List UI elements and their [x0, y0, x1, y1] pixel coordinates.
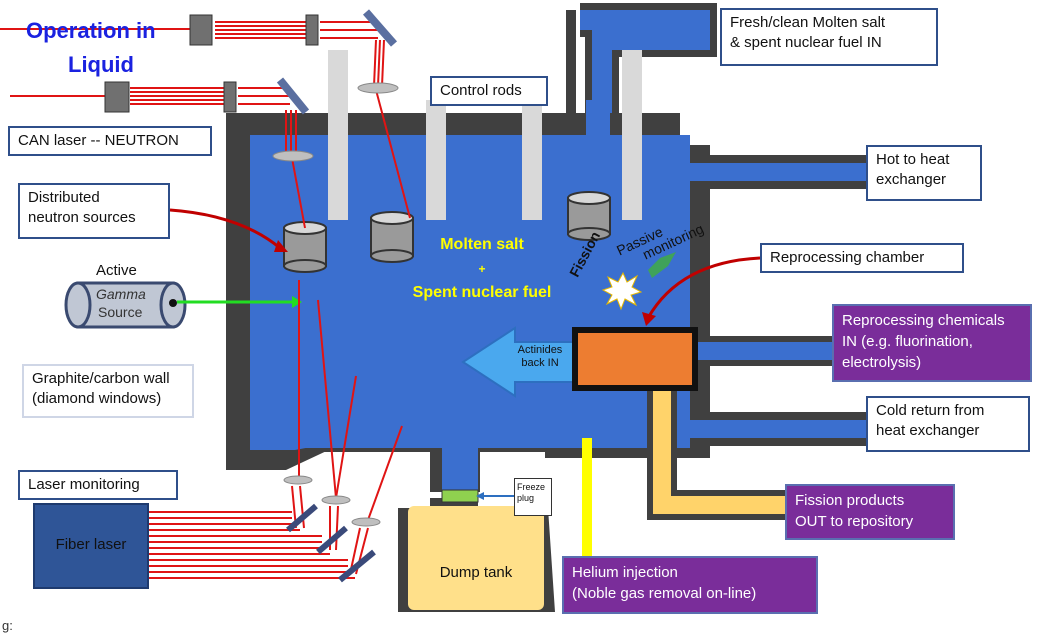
can-laser-label: CAN laser -- NEUTRON: [8, 126, 212, 156]
chemicals-pipe: [690, 342, 832, 360]
freeze-plug-pointer-head: [476, 492, 484, 500]
actinides-label: Actinides back IN: [517, 344, 563, 369]
fiber-laser-label: Fiber laser: [55, 536, 127, 553]
gamma-source-label: Source: [98, 304, 143, 320]
fiber-laser-box: [33, 503, 149, 589]
laser-mirror-1: [362, 9, 398, 47]
hot-exchanger-label: Hot to heat exchanger: [866, 145, 982, 201]
control-rod-3: [522, 100, 542, 220]
core-text-line-3: Spent nuclear fuel: [412, 284, 552, 301]
lens-upper-right: [357, 82, 399, 94]
helium-injection-label: Helium injection (Noble gas removal on-l…: [562, 556, 818, 614]
monitoring-laser-beams: [148, 280, 403, 579]
helium-injection-pipe: [582, 438, 592, 556]
passive-monitoring-wave: [648, 252, 676, 278]
lens-upper-left: [272, 150, 314, 162]
gamma-source-cylinder: [64, 281, 187, 329]
neutron-source-3: [567, 191, 611, 241]
molten-salt-pool-bottom: [295, 418, 690, 448]
freeze-plug-label: Freeze plug: [514, 478, 552, 516]
core-text-line-2: +: [478, 262, 486, 276]
laser-optic-4: [223, 81, 237, 113]
control-rod-2: [426, 100, 446, 220]
reprocessing-pointer: [646, 256, 761, 319]
gamma-label: Gamma: [96, 286, 146, 302]
laser-optic-2: [305, 14, 319, 46]
footnote-text: g:: [2, 618, 13, 633]
reprocessing-chamber: [572, 327, 698, 391]
laser-monitoring-label: Laser monitoring: [18, 470, 178, 500]
reprocessing-chemicals-label: Reprocessing chemicals IN (e.g. fluorina…: [832, 304, 1032, 382]
dump-tank-label: Dump tank: [439, 564, 513, 581]
can-laser-beam-lower: [10, 87, 306, 229]
fission-products-pipe: [653, 375, 785, 514]
gamma-beam-arrowhead: [292, 296, 302, 308]
dump-tank: [408, 506, 544, 610]
neutron-sources-pointer-head: [274, 240, 288, 252]
fission-burst-icon: [601, 271, 643, 311]
neutron-sources-pointer: [169, 208, 281, 250]
core-text-line-1: Molten salt: [440, 236, 524, 253]
neutron-sources-label: Distributed neutron sources: [18, 183, 170, 239]
graphite-wall-label: Graphite/carbon wall (diamond windows): [22, 364, 194, 418]
can-laser-beam-upper: [0, 21, 411, 219]
title-line-1: Operation in: [26, 18, 156, 43]
reprocessing-pointer-head: [642, 312, 656, 326]
reprocessing-chamber-label: Reprocessing chamber: [760, 243, 964, 273]
fresh-salt-inlet-fill: [580, 10, 710, 125]
control-rods-label: Control rods: [430, 76, 548, 106]
title-line-2: Liquid: [68, 52, 134, 77]
control-rod-1: [328, 50, 348, 220]
neutron-source-1: [283, 221, 327, 273]
monitoring-lenses: [283, 475, 381, 527]
freeze-plug: [441, 489, 479, 503]
fresh-salt-label: Fresh/clean Molten salt & spent nuclear …: [720, 8, 938, 66]
hot-outlet-pipe: [690, 163, 866, 181]
control-rod-4: [622, 50, 642, 220]
neutron-source-2: [370, 211, 414, 263]
cold-return-label: Cold return from heat exchanger: [866, 396, 1030, 452]
laser-optic-1: [189, 14, 213, 46]
actinides-arrow: [461, 326, 576, 398]
gamma-active-label: Active: [96, 262, 137, 279]
laser-mirror-2: [276, 77, 310, 115]
fission-products-label: Fission products OUT to repository: [785, 484, 955, 540]
monitoring-mirrors: [286, 503, 376, 583]
cold-return-pipe: [690, 420, 866, 438]
laser-optic-3: [104, 81, 130, 113]
